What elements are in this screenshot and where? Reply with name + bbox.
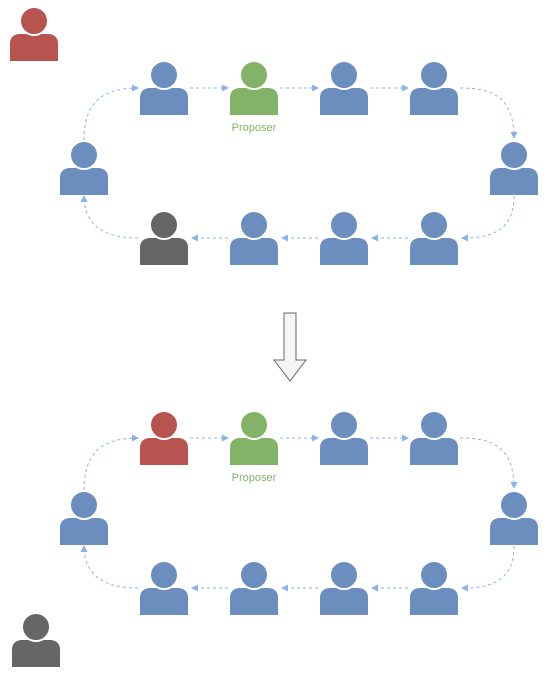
person-icon — [320, 60, 368, 115]
after-panel: Proposer — [12, 410, 538, 667]
person-icon — [410, 410, 458, 465]
person-icon — [490, 490, 538, 545]
before-panel: Proposer — [10, 6, 538, 265]
person-icon — [230, 560, 278, 615]
ring-arrow — [83, 84, 139, 141]
person-icon — [320, 410, 368, 465]
ring-arrow — [459, 437, 518, 489]
person-icon — [230, 410, 278, 465]
person-icon — [10, 6, 58, 61]
person-icon — [320, 210, 368, 265]
person-icon — [140, 60, 188, 115]
person-icon — [140, 560, 188, 615]
person-icon — [230, 60, 278, 115]
ring-arrow — [83, 434, 139, 491]
person-icon — [60, 140, 108, 195]
person-icon — [320, 560, 368, 615]
person-icon — [60, 490, 108, 545]
ring-arrow — [461, 545, 515, 592]
ring-arrow — [80, 545, 139, 589]
transition-panel — [272, 312, 308, 382]
person-icon — [410, 60, 458, 115]
person-icon — [230, 210, 278, 265]
person-icon — [140, 410, 188, 465]
ring-arrow — [80, 195, 139, 239]
person-icon — [12, 612, 60, 667]
person-icon — [410, 210, 458, 265]
proposer-label: Proposer — [232, 122, 277, 134]
down-arrow-icon — [272, 312, 308, 382]
ring-arrow — [459, 87, 518, 139]
proposer-label: Proposer — [232, 472, 277, 484]
person-icon — [490, 140, 538, 195]
ring-arrow — [461, 195, 515, 242]
person-icon — [140, 210, 188, 265]
person-icon — [410, 560, 458, 615]
